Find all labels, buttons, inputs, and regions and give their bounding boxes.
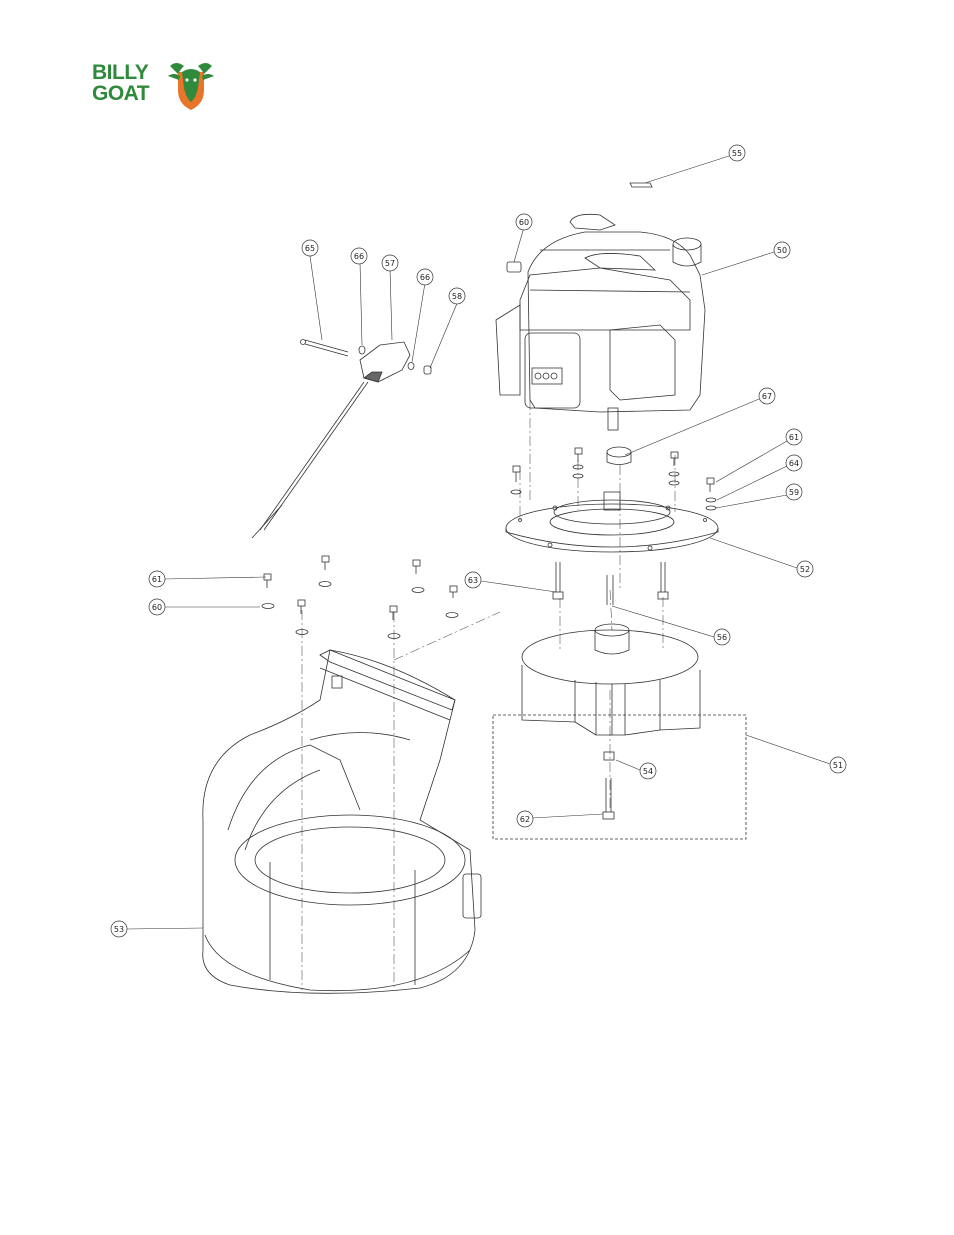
callout-57: 57 xyxy=(382,255,398,271)
part-55-key xyxy=(630,183,652,187)
svg-text:55: 55 xyxy=(732,149,742,158)
svg-text:51: 51 xyxy=(833,761,843,770)
callout-64: 64 xyxy=(786,455,802,471)
part-51-impeller xyxy=(522,624,700,735)
callout-67: 67 xyxy=(759,388,775,404)
callout-59: 59 xyxy=(786,484,802,500)
callout-60-top: 60 xyxy=(516,214,532,230)
svg-text:58: 58 xyxy=(452,292,462,301)
callout-61-upper: 61 xyxy=(786,429,802,445)
svg-text:67: 67 xyxy=(762,392,772,401)
svg-text:65: 65 xyxy=(305,244,315,253)
impeller-bolt-parts xyxy=(603,752,614,819)
part-67-spacer xyxy=(607,447,631,465)
callout-60-lower: 60 xyxy=(149,599,165,615)
callout-66-right: 66 xyxy=(417,269,433,285)
svg-text:61: 61 xyxy=(789,433,799,442)
svg-text:60: 60 xyxy=(519,218,529,227)
callout-53: 53 xyxy=(111,921,127,937)
callout-65: 65 xyxy=(302,240,318,256)
callout-58: 58 xyxy=(449,288,465,304)
callout-51: 51 xyxy=(830,757,846,773)
svg-text:60: 60 xyxy=(152,603,162,612)
part-52-mounting-plate xyxy=(506,492,718,552)
callout-52: 52 xyxy=(797,561,813,577)
svg-text:59: 59 xyxy=(789,488,799,497)
callout-63: 63 xyxy=(465,572,481,588)
callout-61-lower: 61 xyxy=(149,571,165,587)
svg-text:54: 54 xyxy=(643,767,653,776)
part-60-cap xyxy=(507,262,521,272)
svg-text:62: 62 xyxy=(520,815,530,824)
svg-text:50: 50 xyxy=(777,246,787,255)
callout-56: 56 xyxy=(714,629,730,645)
upper-fasteners xyxy=(511,448,716,510)
svg-text:66: 66 xyxy=(354,252,364,261)
part-53-blower-housing xyxy=(203,650,481,993)
callout-66-left: 66 xyxy=(351,248,367,264)
leader-lines xyxy=(127,156,830,929)
svg-text:53: 53 xyxy=(114,925,124,934)
callout-54: 54 xyxy=(640,763,656,779)
svg-text:64: 64 xyxy=(789,459,799,468)
svg-text:57: 57 xyxy=(385,259,395,268)
lower-fasteners xyxy=(262,556,458,639)
callout-50: 50 xyxy=(774,242,790,258)
callout-55: 55 xyxy=(729,145,745,161)
callout-62: 62 xyxy=(517,811,533,827)
part-50-engine xyxy=(496,214,705,430)
assembly-centerlines xyxy=(302,400,675,990)
svg-text:52: 52 xyxy=(800,565,810,574)
callout-markers: 55 60 50 65 66 57 66 58 67 61 64 59 52 6… xyxy=(111,145,846,937)
svg-text:56: 56 xyxy=(717,633,727,642)
svg-text:63: 63 xyxy=(468,576,478,585)
svg-text:66: 66 xyxy=(420,273,430,282)
throttle-control-assembly xyxy=(252,340,431,539)
svg-text:61: 61 xyxy=(152,575,162,584)
